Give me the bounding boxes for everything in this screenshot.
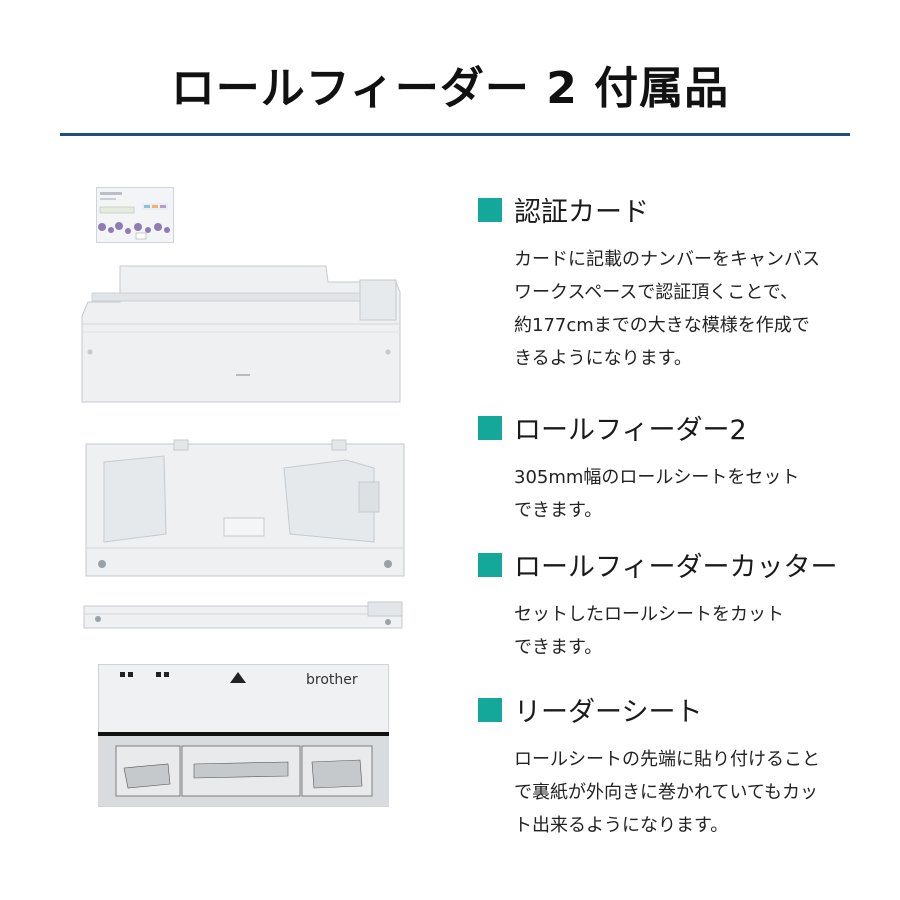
desc-line: ワークスペースで認証頂くことで、 (514, 282, 799, 303)
roll-cutter-image (83, 601, 403, 629)
desc-line: で裏紙が外向きに巻かれていてもカッ (514, 782, 819, 803)
desc-line: カードに記載のナンバーをキャンバス (514, 249, 820, 270)
desc-line: 305mm幅のロールシートをセット (514, 467, 800, 488)
leader-sheet-image: brother (98, 664, 389, 807)
item-title: ロールフィーダー2 (514, 415, 747, 446)
item-auth-card: 認証カード カードに記載のナンバーをキャンバス ワークスペースで認証頂くことで、… (478, 190, 820, 375)
desc-line: セットしたロールシートをカット (514, 604, 784, 625)
title-divider (60, 133, 850, 136)
page-title: ロールフィーダー 2 付属品 (170, 63, 730, 114)
desc-line: できます。 (514, 500, 603, 521)
auth-card-image (96, 187, 174, 243)
desc-line: ロールシートの先端に貼り付けること (514, 749, 820, 770)
square-bullet-icon (478, 697, 502, 722)
item-description: 305mm幅のロールシートをセット できます。 (514, 461, 799, 527)
square-bullet-icon (478, 552, 502, 577)
item-description: カードに記載のナンバーをキャンバス ワークスペースで認証頂くことで、 約177c… (514, 243, 820, 375)
item-leader-sheet: リーダーシート ロールシートの先端に貼り付けること で裏紙が外向きに巻かれていて… (478, 690, 820, 842)
square-bullet-icon (478, 197, 502, 222)
item-title: ロールフィーダーカッター (514, 552, 838, 583)
arrow-up-icon (230, 672, 246, 683)
desc-line: ト出来るようになります。 (514, 815, 729, 836)
item-description: ロールシートの先端に貼り付けること で裏紙が外向きに巻かれていてもカッ ト出来る… (514, 743, 820, 842)
square-bullet-icon (478, 415, 502, 440)
item-roll-cutter: ロールフィーダーカッター セットしたロールシートをカット できます。 (478, 545, 837, 664)
item-title: 認証カード (514, 197, 649, 228)
roll-feeder-top-image (81, 265, 401, 403)
roll-feeder-inner-image (85, 439, 405, 577)
desc-line: きるようになります。 (514, 348, 692, 369)
desc-line: できます。 (514, 637, 603, 658)
item-title: リーダーシート (514, 697, 703, 728)
brother-logo: brother (306, 672, 358, 688)
item-roll-feeder: ロールフィーダー2 305mm幅のロールシートをセット できます。 (478, 408, 799, 527)
desc-line: 約177cmまでの大きな模様を作成で (514, 315, 810, 336)
item-description: セットしたロールシートをカット できます。 (514, 598, 837, 664)
